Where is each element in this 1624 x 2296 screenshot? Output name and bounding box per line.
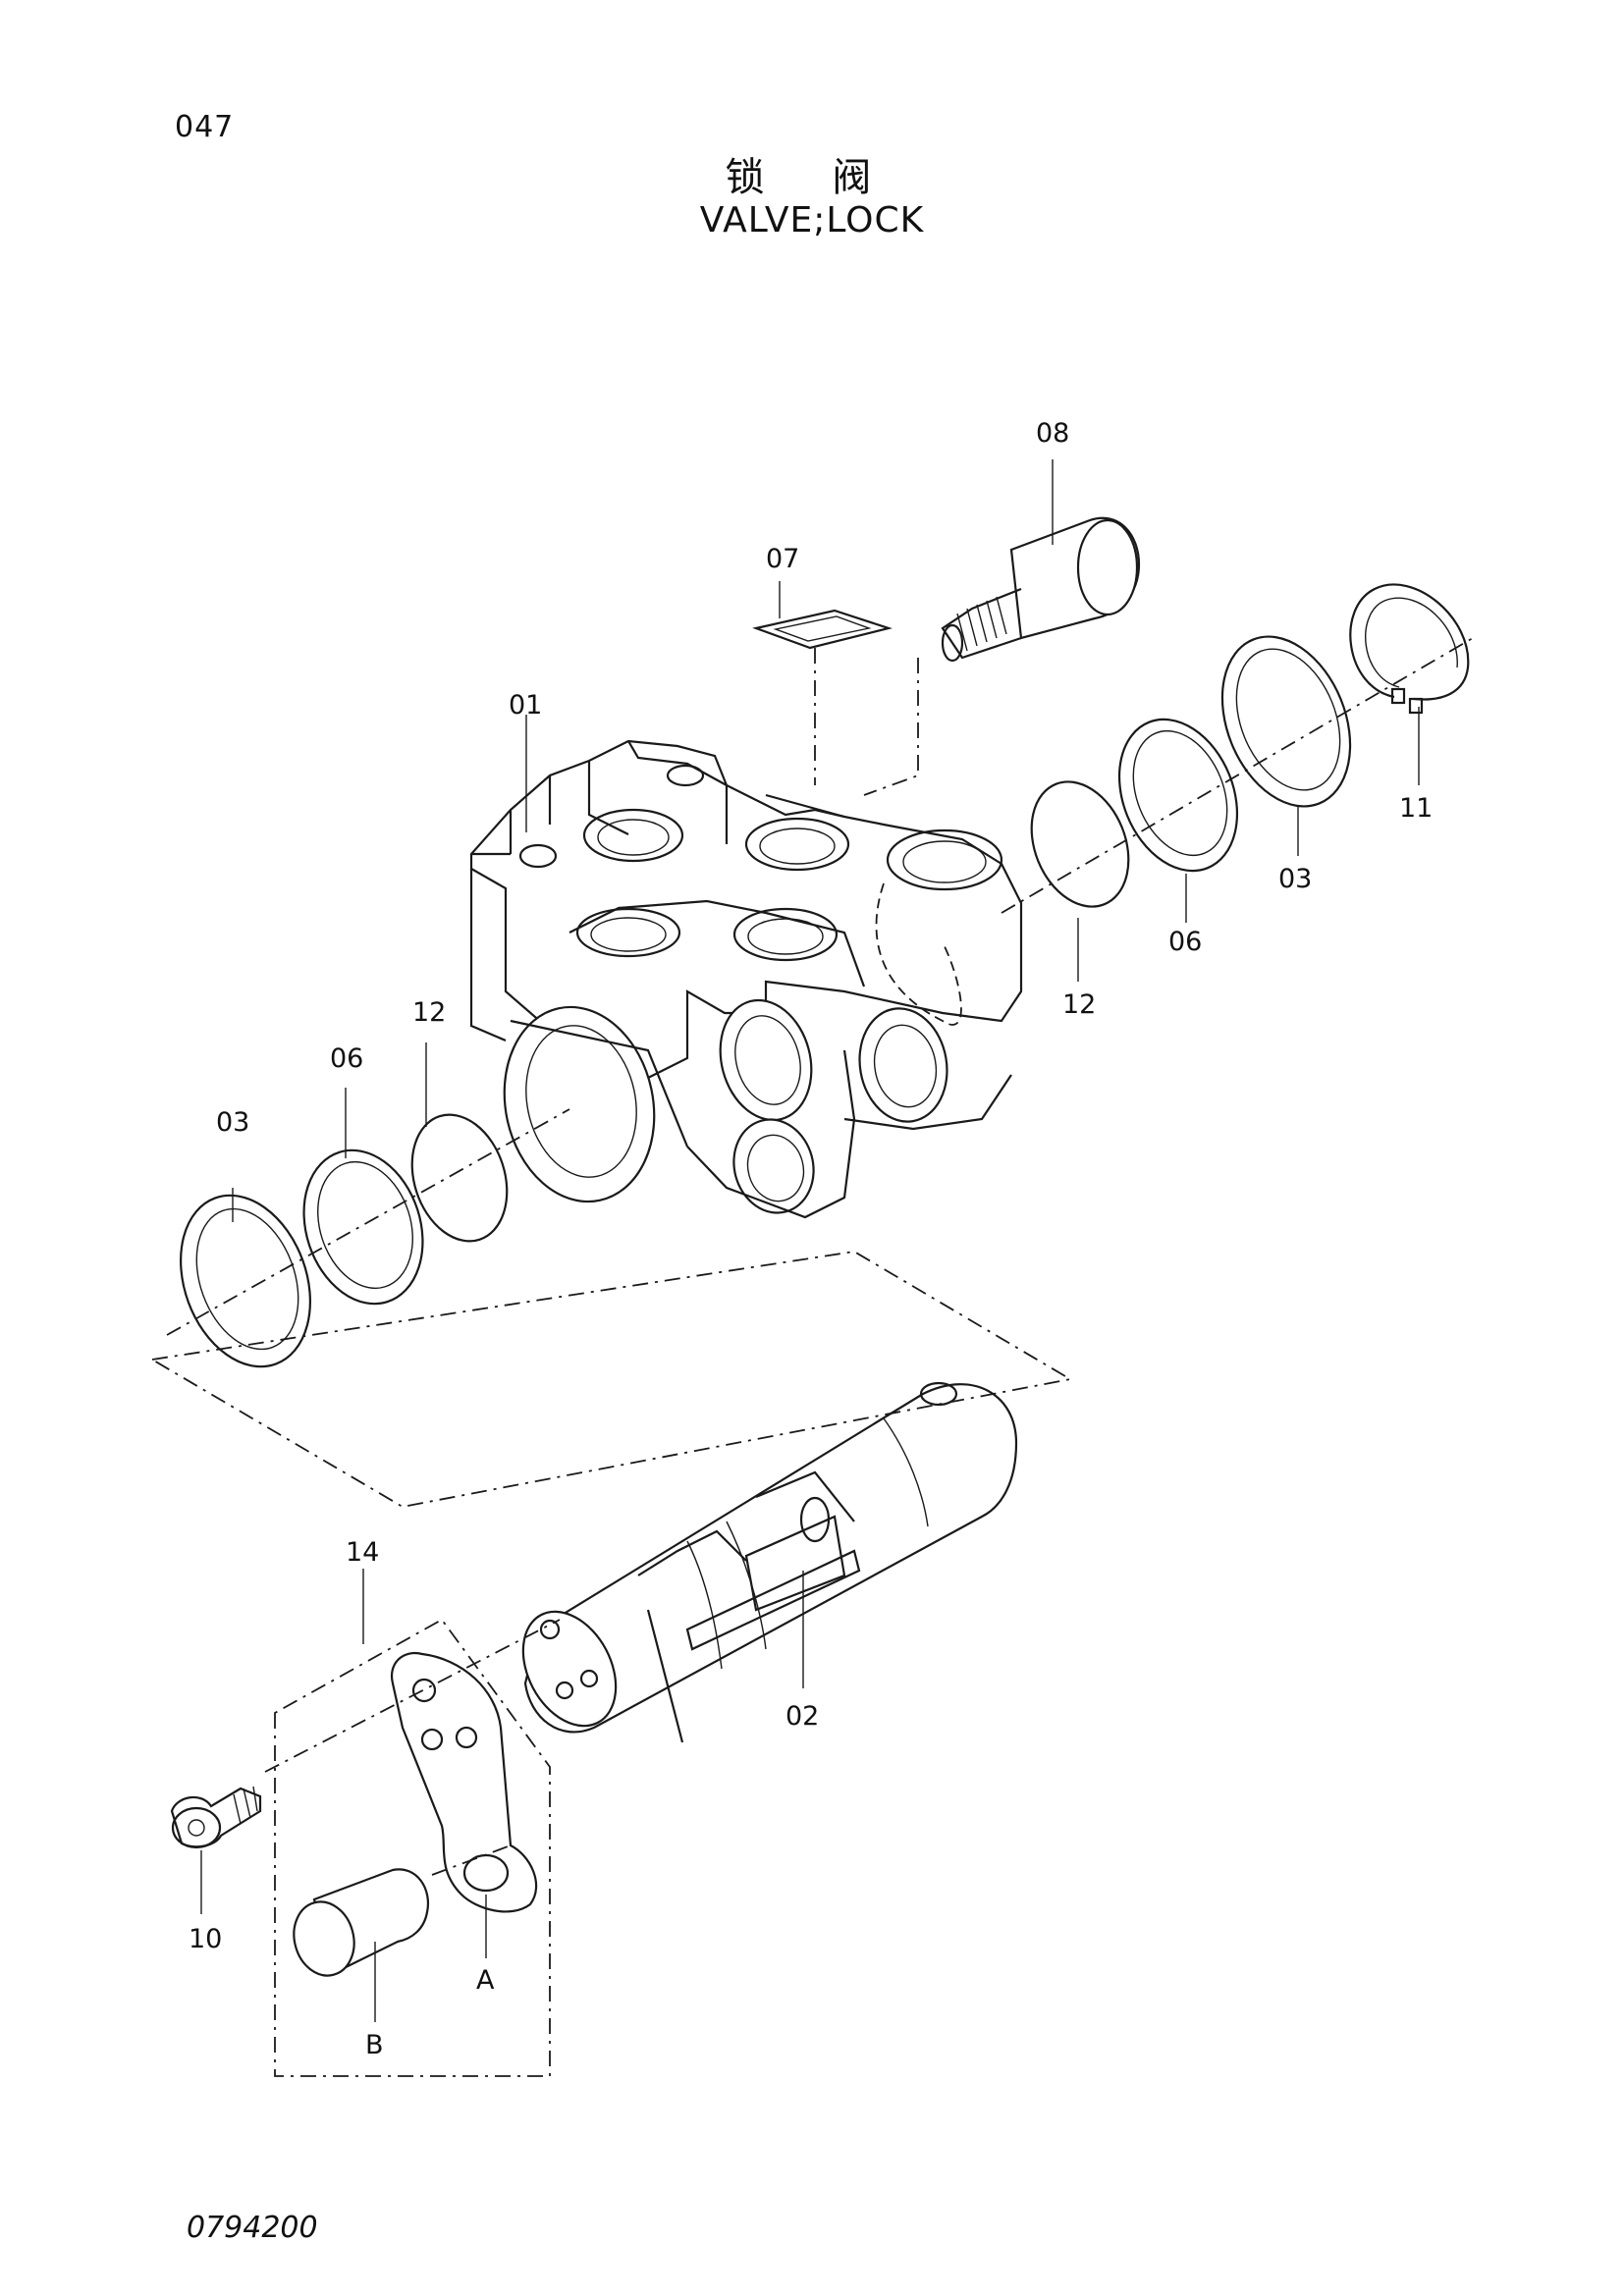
callout-10: 10 (189, 1924, 222, 1954)
callout-B: B (365, 2030, 384, 2060)
callout-01: 01 (509, 690, 542, 721)
title-english: VALVE;LOCK (699, 200, 925, 240)
callout-14: 14 (346, 1537, 379, 1568)
back-up-ring-part-03-left (180, 1194, 311, 1368)
callout-07: 07 (766, 544, 799, 574)
lever-assembly-outline-14 (274, 1618, 551, 2077)
title-chinese: 锁 阀 (725, 155, 899, 200)
callout-03-left: 03 (216, 1107, 249, 1138)
page-number: 047 (175, 110, 235, 144)
leader-lines (200, 459, 1420, 2022)
valve-body-part-01 (469, 739, 1023, 1219)
callout-08: 08 (1036, 418, 1069, 449)
callout-A: A (476, 1965, 495, 1996)
o-ring-part-12-left (410, 1113, 509, 1243)
callout-12-left: 12 (412, 997, 446, 1028)
bolt-part-10 (170, 1786, 262, 1849)
centerlines (166, 637, 1474, 1876)
back-up-ring-part-03-right (1220, 635, 1352, 808)
lever-part-A (390, 1651, 538, 1913)
spool-part-02 (521, 1381, 1018, 1743)
ring-part-06-right (1117, 718, 1239, 873)
pin-part-B (293, 1868, 430, 1977)
snap-ring-part-11 (1349, 583, 1470, 715)
callout-11: 11 (1399, 793, 1433, 824)
callout-06-left: 06 (330, 1043, 363, 1074)
callout-02: 02 (785, 1701, 819, 1732)
name-plate-part-07 (752, 609, 893, 650)
drawing-number: 0794200 (187, 2211, 318, 2245)
plug-part-08 (941, 516, 1141, 663)
o-ring-part-12-right (1030, 780, 1130, 908)
callout-12-right: 12 (1062, 989, 1096, 1020)
callout-03-right: 03 (1278, 864, 1312, 894)
callout-06-right: 06 (1168, 927, 1202, 957)
ring-part-06-left (302, 1148, 424, 1306)
